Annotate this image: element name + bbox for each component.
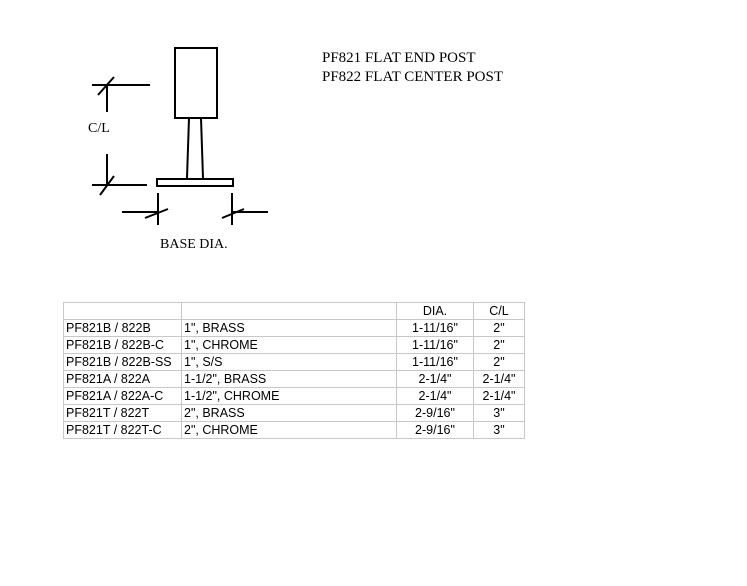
base-dia-label: BASE DIA. (160, 237, 228, 252)
cell-dia: 2-9/16" (396, 421, 474, 439)
cell-dia: 1-11/16" (396, 336, 474, 354)
cell-description: 2", CHROME (181, 421, 397, 439)
cell-description: 1-1/2", CHROME (181, 387, 397, 405)
cell-cl: 3" (473, 421, 525, 439)
cell-cl: 2" (473, 319, 525, 337)
title-end-post: PF821 FLAT END POST (322, 50, 476, 66)
cell-dia: 2-1/4" (396, 387, 474, 405)
post-base (156, 178, 234, 187)
cell-part: PF821B / 822B (63, 319, 182, 337)
cell-cl: 3" (473, 404, 525, 422)
cell-dia: 2-1/4" (396, 370, 474, 388)
cell-part: PF821T / 822T-C (63, 421, 182, 439)
cell-part: PF821A / 822A-C (63, 387, 182, 405)
cell-dia: 2-9/16" (396, 404, 474, 422)
cell-dia: 1-11/16" (396, 353, 474, 371)
cell-part: PF821B / 822B-SS (63, 353, 182, 371)
cl-bottom-dimension (92, 154, 147, 196)
cell-part: PF821A / 822A (63, 370, 182, 388)
cell-description: 2", BRASS (181, 404, 397, 422)
base-left-dimension (122, 193, 169, 225)
cell-dia: 1-11/16" (396, 319, 474, 337)
cell-cl: 2" (473, 353, 525, 371)
cell-description: 1-1/2", BRASS (181, 370, 397, 388)
title-center-post: PF822 FLAT CENTER POST (322, 69, 504, 85)
cell-cl: 2-1/4" (473, 370, 525, 388)
post-stem (186, 117, 204, 179)
cell-description: 1", S/S (181, 353, 397, 371)
cell-cl: 2-1/4" (473, 387, 525, 405)
table-header: DIA. C/L (63, 302, 525, 320)
base-right-dimension (221, 193, 268, 225)
cl-top-dimension (92, 76, 150, 112)
cell-part: PF821B / 822B-C (63, 336, 182, 354)
cl-label: C/L (88, 121, 110, 136)
header-dia: DIA. (396, 302, 474, 320)
cell-cl: 2" (473, 336, 525, 354)
cell-part: PF821T / 822T (63, 404, 182, 422)
header-cl: C/L (473, 302, 525, 320)
cell-description: 1", CHROME (181, 336, 397, 354)
post-body (174, 47, 218, 119)
cell-description: 1", BRASS (181, 319, 397, 337)
